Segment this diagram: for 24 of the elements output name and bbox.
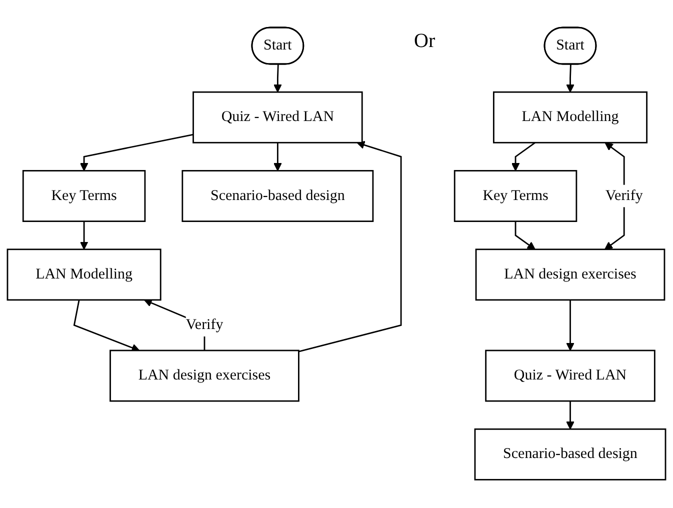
arrow [511,142,536,172]
node-box [474,428,666,481]
node-box [485,350,656,402]
arrow [73,300,140,352]
node-box [454,170,578,222]
node-box [475,249,666,302]
arrow [80,222,88,250]
arrow [566,64,574,93]
node-box [6,249,162,302]
edge-label: Verify [605,188,643,204]
node-box [492,92,648,144]
edge-label: Verify [186,317,224,334]
node-box [182,170,374,222]
arrow [274,143,282,172]
arrow [80,134,194,172]
node-box [110,350,300,402]
node-box [22,170,146,222]
arrow [274,64,282,93]
arrow [566,401,574,430]
arrow [298,141,402,353]
separator-text: Or [414,30,436,52]
arrow [514,222,536,250]
arrow [566,300,574,352]
node-box [192,92,363,144]
